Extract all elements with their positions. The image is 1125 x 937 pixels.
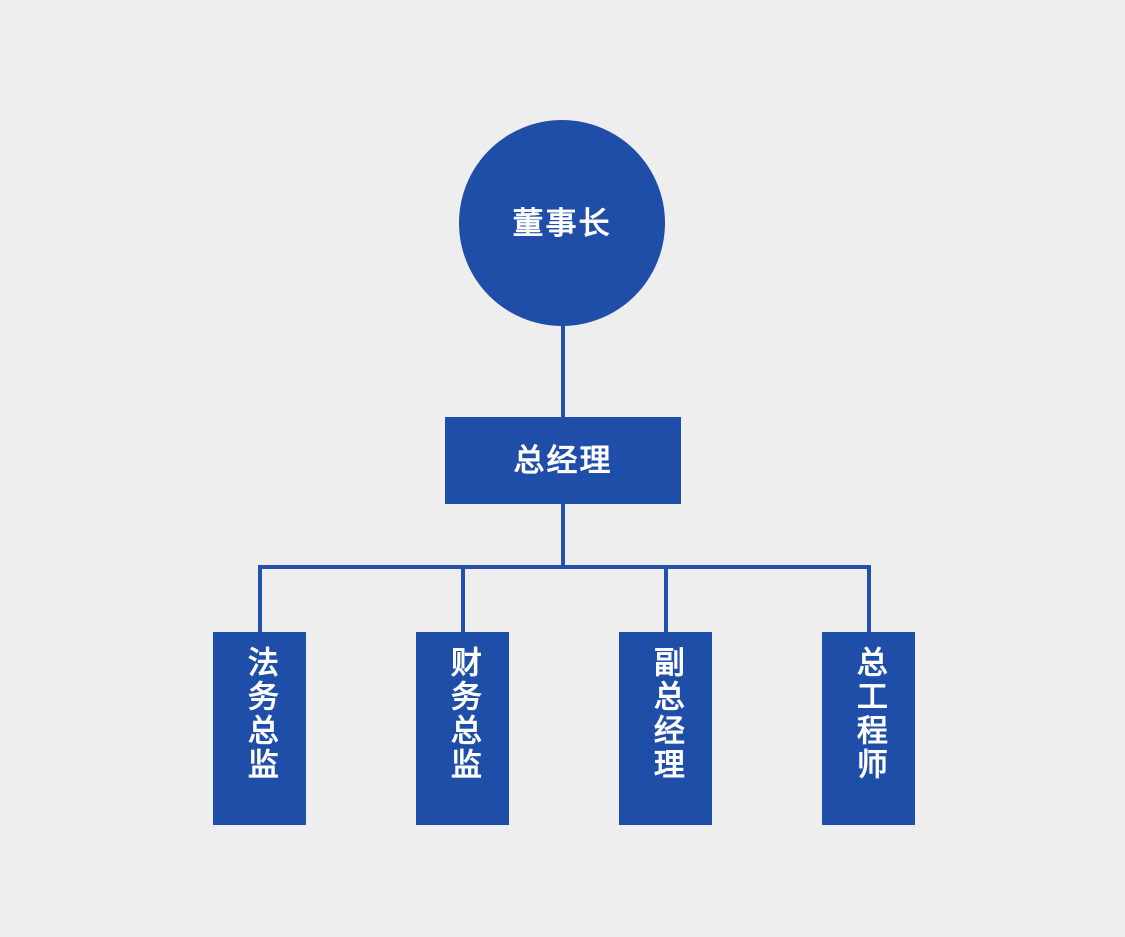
- org-node-legal-director[interactable]: 法务总监: [213, 632, 306, 825]
- org-node-deputy-general-manager[interactable]: 副总经理: [619, 632, 712, 825]
- org-node-chairman[interactable]: 董事长: [459, 120, 665, 326]
- org-node-chairman-label: 董事长: [512, 205, 612, 241]
- connector-horizontal-bus: [259, 565, 871, 569]
- org-node-general-manager-label: 总经理: [513, 443, 613, 478]
- connector-drop-deputy: [664, 565, 668, 634]
- org-node-chief-engineer[interactable]: 总工程师: [822, 632, 915, 825]
- connector-drop-engineer: [867, 565, 871, 634]
- org-node-chief-engineer-label: 总工程师: [851, 646, 887, 782]
- org-node-legal-director-label: 法务总监: [242, 646, 278, 782]
- org-node-general-manager[interactable]: 总经理: [445, 417, 681, 504]
- connector-gm-to-bus: [561, 502, 565, 568]
- org-node-deputy-general-manager-label: 副总经理: [648, 646, 684, 782]
- connector-drop-legal: [258, 565, 262, 634]
- org-node-finance-director-label: 财务总监: [445, 646, 481, 782]
- connector-drop-finance: [461, 565, 465, 634]
- org-node-finance-director[interactable]: 财务总监: [416, 632, 509, 825]
- connector-chairman-to-gm: [561, 320, 565, 420]
